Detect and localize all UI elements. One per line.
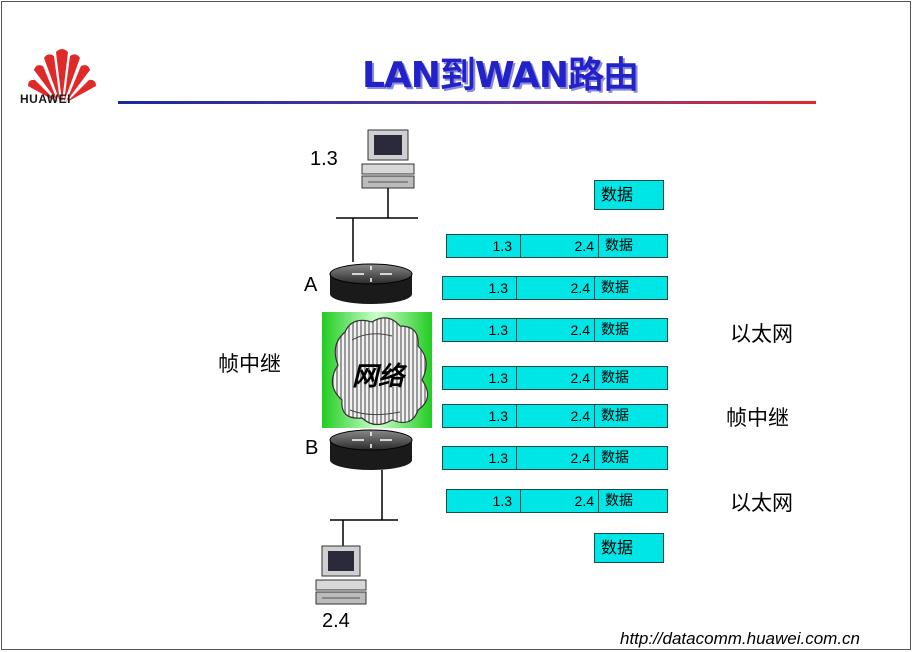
packet-payload: 数据 — [601, 450, 629, 466]
packet-dst: 2.4 — [517, 277, 595, 299]
packet-row: 1.3 2.4 数据 — [442, 404, 668, 428]
packet-payload: 数据 — [601, 408, 629, 424]
data-box-top: 数据 — [594, 180, 664, 210]
segment-label-frame-relay: 帧中继 — [726, 406, 789, 430]
packet-dst: 2.4 — [517, 367, 595, 389]
router-b-icon — [329, 429, 413, 470]
packet-dst: 2.4 — [521, 235, 599, 257]
segment-label-ethernet-bottom: 以太网 — [730, 491, 793, 515]
packet-payload: 数据 — [601, 280, 629, 296]
packet-src: 1.3 — [443, 277, 517, 299]
packet-payload: 数据 — [605, 493, 633, 509]
packet-src: 1.3 — [443, 405, 517, 427]
packet-src: 1.3 — [447, 235, 521, 257]
packet-dst: 2.4 — [517, 405, 595, 427]
router-a-icon — [329, 263, 413, 304]
bottom-computer-icon — [315, 545, 367, 605]
huawei-logo-text: HUAWEI — [20, 92, 71, 106]
segment-label-ethernet-top: 以太网 — [730, 322, 793, 346]
packet-row: 1.3 2.4 数据 — [442, 318, 668, 342]
huawei-logo — [28, 49, 96, 102]
frame-relay-side-label: 帧中继 — [218, 352, 281, 376]
cloud-label: 网络 — [352, 362, 405, 392]
packet-row: 1.3 2.4 数据 — [446, 234, 668, 258]
packet-payload: 数据 — [601, 322, 629, 338]
packet-dst: 2.4 — [521, 490, 599, 512]
page-title: LAN到WAN路由 — [361, 55, 639, 96]
router-a-label: A — [304, 274, 318, 296]
packet-src: 1.3 — [447, 490, 521, 512]
footer-url: http://datacomm.huawei.com.cn — [620, 629, 861, 648]
packet-dst: 2.4 — [517, 447, 595, 469]
packet-payload: 数据 — [601, 370, 629, 386]
top-computer-icon — [361, 129, 415, 189]
router-b-label: B — [305, 437, 319, 459]
packet-src: 1.3 — [443, 447, 517, 469]
packet-row: 1.3 2.4 数据 — [442, 276, 668, 300]
packet-src: 1.3 — [443, 367, 517, 389]
packet-src: 1.3 — [443, 319, 517, 341]
packet-row: 1.3 2.4 数据 — [442, 366, 668, 390]
bottom-host-address: 2.4 — [322, 610, 350, 632]
network-cloud-icon — [331, 317, 429, 426]
packet-row: 1.3 2.4 数据 — [442, 446, 668, 470]
top-host-address: 1.3 — [310, 148, 338, 170]
title-underline — [118, 101, 816, 104]
packet-payload: 数据 — [605, 238, 633, 254]
packet-row: 1.3 2.4 数据 — [446, 489, 668, 513]
packet-dst: 2.4 — [517, 319, 595, 341]
data-box-bottom: 数据 — [594, 533, 664, 563]
